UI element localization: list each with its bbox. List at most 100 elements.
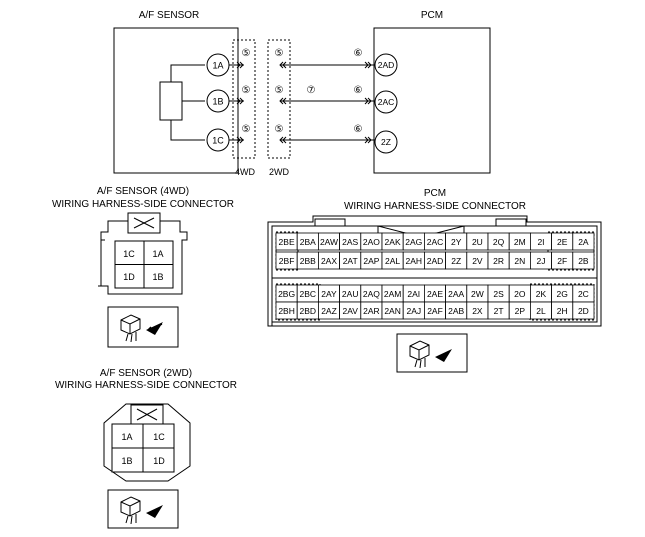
sensor-terminal-1b: 1B: [206, 89, 230, 113]
connector-view-icon: [396, 333, 468, 373]
conn-2wd-cell: 1B: [121, 456, 132, 466]
pcm-terminal-label: 2AE: [427, 289, 443, 299]
pcm-terminal-label: 2AC: [427, 237, 444, 247]
conn-2wd-cell: 1D: [153, 456, 165, 466]
connector-2wd-box: [267, 39, 291, 159]
pcm-terminal-label: 2V: [472, 256, 483, 266]
pcm-terminal-label: 2Z: [451, 256, 461, 266]
pcm-terminal-label: 2L: [536, 306, 546, 316]
mark-pcm-mid: ⑥: [354, 85, 363, 96]
pcm-terminal-label: 2T: [494, 306, 504, 316]
conn-2wd-cell: 1C: [153, 432, 165, 442]
pcm-terminal-label: 2AZ: [321, 306, 337, 316]
pcm-terminal-label: 2O: [514, 289, 526, 299]
pcm-terminal-label: 2M: [514, 237, 526, 247]
pcm-terminal-2ad: 2AD: [374, 53, 398, 77]
conn-4wd-cell: 1C: [123, 249, 135, 259]
pcm-terminal-label: 2X: [472, 306, 483, 316]
pcm-terminal-label: 2AJ: [406, 306, 421, 316]
pcm-terminal-label: 2AD: [378, 60, 395, 70]
mark-2wd-bot: ⑤: [275, 124, 284, 135]
mark-4wd-mid: ⑤: [242, 85, 251, 96]
pcm-terminal-label: 2P: [515, 306, 526, 316]
pcm-terminal-label: 2BB: [300, 256, 316, 266]
heater-lead-bottom: [170, 120, 205, 141]
pcm-terminal-label: 2C: [578, 289, 589, 299]
pcm-terminal-label: 2AB: [448, 306, 464, 316]
label-2wd: 2WD: [269, 167, 290, 177]
pcm-terminal-2z: 2Z: [374, 130, 398, 154]
pcm-terminal-label: 2AF: [427, 306, 443, 316]
pcm-terminal-label: 2AP: [363, 256, 379, 266]
label-4wd: 4WD: [235, 167, 256, 177]
pcm-terminal-label: 2J: [537, 256, 546, 266]
pcm-conn-title-2: WIRING HARNESS-SIDE CONNECTOR: [344, 201, 526, 212]
pcm-title: PCM: [421, 10, 443, 21]
pcm-terminal-label: 2AY: [321, 289, 337, 299]
pcm-terminal-label: 2N: [514, 256, 525, 266]
pcm-terminal-label: 2AC: [378, 97, 395, 107]
pcm-terminal-label: 2AA: [448, 289, 464, 299]
sensor-terminal-1a: 1A: [206, 53, 230, 77]
pcm-terminal-label: 2Z: [381, 137, 391, 147]
pcm-terminal-label: 2AH: [406, 256, 423, 266]
pcm-terminal-label: 2BE: [279, 237, 295, 247]
sensor-terminal-label: 1B: [212, 97, 223, 107]
pcm-terminal-label: 2I: [537, 237, 544, 247]
pcm-terminal-label: 2U: [472, 237, 483, 247]
pcm-terminal-label: 2F: [557, 256, 567, 266]
mark-mid-wire: ⑦: [307, 85, 316, 96]
pcm-terminal-label: 2AR: [363, 306, 380, 316]
pcm-terminal-label: 2AN: [384, 306, 401, 316]
pcm-terminal-label: 2BG: [278, 289, 295, 299]
pcm-terminal-2ac: 2AC: [374, 90, 398, 114]
mark-pcm-bot: ⑥: [354, 124, 363, 135]
connector-view-icon: [107, 306, 179, 348]
conn-2wd-title-1: A/F SENSOR (2WD): [100, 368, 192, 379]
pcm-terminal-label: 2E: [557, 237, 568, 247]
pcm-terminal-cell: [572, 251, 595, 270]
pcm-terminal-label: 2S: [493, 289, 504, 299]
pcm-conn-title-1: PCM: [424, 188, 446, 199]
pcm-terminal-label: 2AV: [342, 306, 358, 316]
mark-2wd-mid: ⑤: [275, 85, 284, 96]
mark-2wd-top: ⑤: [275, 48, 284, 59]
heater-lead-top: [170, 64, 205, 82]
connector-4wd-box: [232, 39, 256, 159]
conn-4wd-title-1: A/F SENSOR (4WD): [97, 186, 189, 197]
pcm-terminal-label: 2R: [493, 256, 504, 266]
sensor-terminal-label: 1A: [212, 61, 223, 71]
pcm-terminal-label: 2B: [578, 256, 589, 266]
connector-2wd: 1A 1C 1B 1D: [103, 403, 191, 482]
pcm-terminal-label: 2AQ: [363, 289, 380, 299]
sensor-terminal-1c: 1C: [206, 128, 230, 152]
pcm-terminal-label: 2AX: [321, 256, 337, 266]
pcm-terminal-label: 2AT: [343, 256, 358, 266]
pcm-terminal-label: 2AG: [405, 237, 422, 247]
pcm-terminal-label: 2AI: [407, 289, 420, 299]
pcm-terminal-label: 2BH: [278, 306, 295, 316]
pcm-terminal-label: 2Q: [493, 237, 505, 247]
conn-4wd-cell: 1B: [152, 272, 163, 282]
conn-4wd-cell: 1D: [123, 272, 135, 282]
pcm-terminal-label: 2Y: [451, 237, 462, 247]
connector-view-icon: [107, 489, 179, 529]
pcm-terminal-cell: [572, 232, 595, 251]
mark-pcm-top: ⑥: [354, 48, 363, 59]
pcm-terminal-label: 2BF: [279, 256, 295, 266]
pcm-terminal-cell: [572, 301, 595, 320]
pcm-terminal-label: 2AO: [363, 237, 380, 247]
pcm-terminal-label: 2AW: [320, 237, 338, 247]
pcm-terminal-label: 2K: [536, 289, 547, 299]
pcm-terminal-label: 2AL: [385, 256, 400, 266]
sensor-terminal-label: 1C: [212, 136, 224, 146]
mark-4wd-bot: ⑤: [242, 124, 251, 135]
pcm-terminal-label: 2G: [557, 289, 568, 299]
af-sensor-title: A/F SENSOR: [139, 10, 200, 21]
conn-2wd-title-2: WIRING HARNESS-SIDE CONNECTOR: [55, 380, 237, 391]
pcm-terminal-label: 2AM: [384, 289, 401, 299]
connector-4wd: 1C 1A 1D 1B: [98, 212, 188, 295]
pcm-terminal-label: 2AS: [342, 237, 358, 247]
